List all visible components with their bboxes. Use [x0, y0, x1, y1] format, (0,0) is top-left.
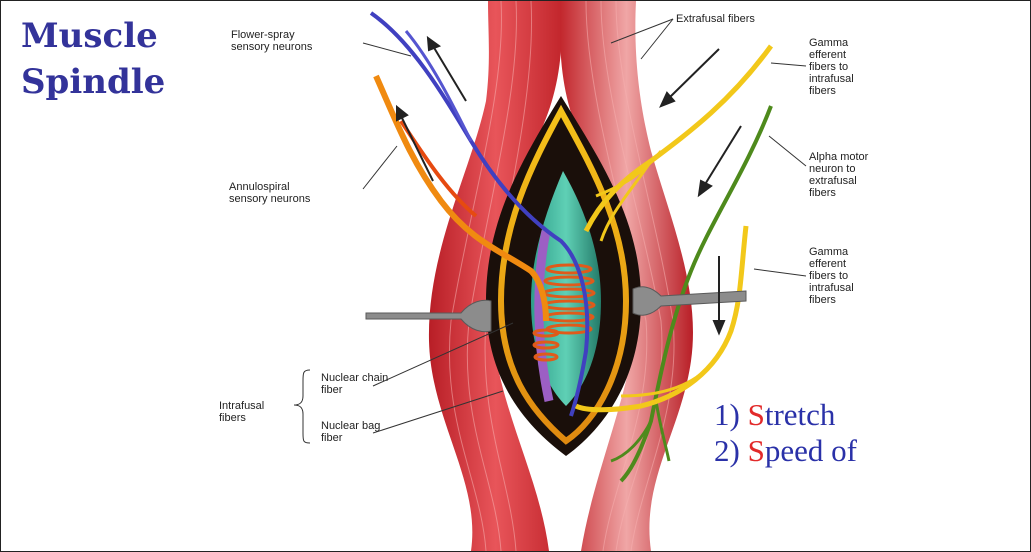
list-item-1-number: 1) — [714, 397, 740, 432]
arrow-flower-spray — [433, 46, 466, 101]
list-item-2-initial: S — [748, 433, 765, 468]
label-alpha-motor: Alpha motor neuron to extrafusal fibers — [809, 151, 868, 199]
list-item-1: 1) Stretch — [714, 397, 835, 433]
label-gamma-bottom: Gamma efferent fibers to intrafusal fibe… — [809, 246, 854, 306]
tendon-clamp-left — [366, 300, 491, 331]
label-flower-spray: Flower-spray sensory neurons — [231, 29, 312, 53]
list-item-1-text: tretch — [765, 397, 836, 432]
arrow-gamma-top — [669, 49, 719, 98]
label-annulospiral: Annulospiral sensory neurons — [229, 181, 310, 205]
list-item-2: 2) Speed of — [714, 433, 857, 469]
label-nuclear-bag: Nuclear bag fiber — [321, 420, 380, 444]
list-item-2-number: 2) — [714, 433, 740, 468]
label-nuclear-chain: Nuclear chain fiber — [321, 372, 388, 396]
arrow-alpha — [704, 126, 741, 186]
label-gamma-top: Gamma efferent fibers to intrafusal fibe… — [809, 37, 854, 97]
list-item-1-initial: S — [748, 397, 765, 432]
label-extrafusal: Extrafusal fibers — [676, 13, 755, 25]
list-item-2-text: peed of — [765, 433, 857, 468]
label-intrafusal: Intrafusal fibers — [219, 400, 264, 424]
